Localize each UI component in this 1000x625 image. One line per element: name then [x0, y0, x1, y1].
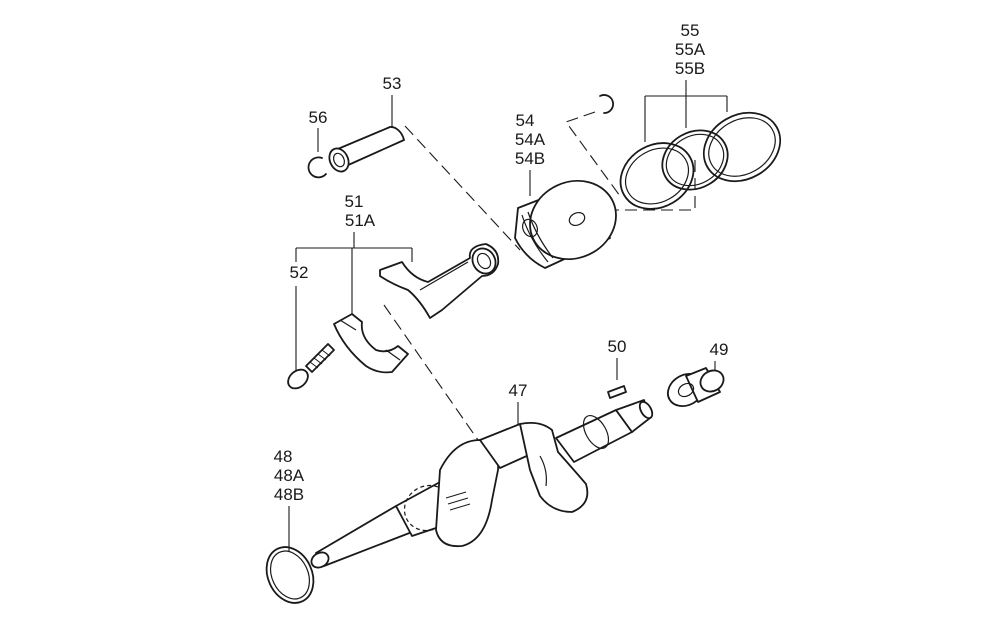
- assembly-lines: [383, 111, 696, 441]
- o-ring-48: [265, 546, 315, 604]
- key-50: [607, 385, 627, 399]
- callout-50: 50: [608, 337, 627, 356]
- piston-rings-55: [619, 111, 782, 210]
- leader-51-52: [295, 232, 413, 370]
- callout-48b: 48B: [274, 485, 304, 504]
- callout-54a: 54A: [515, 130, 546, 149]
- callout-54: 54: [516, 111, 535, 130]
- leader-55: [644, 80, 728, 142]
- crankshaft-47: [310, 399, 654, 569]
- rod-bolt-52: [287, 343, 335, 390]
- callout-48a: 48A: [274, 466, 305, 485]
- callout-54b: 54B: [515, 149, 545, 168]
- dash-rod-to-crank: [383, 304, 479, 441]
- callout-55b: 55B: [675, 59, 705, 78]
- callout-48: 48: [274, 447, 293, 466]
- callout-labels: 55 55A 55B 53 56 54 54A 54B 51 51A 52 50…: [274, 21, 729, 504]
- connecting-rod-51: [379, 243, 500, 319]
- dash-clip-to-piston: [565, 111, 621, 197]
- callout-52: 52: [290, 263, 309, 282]
- callout-51a: 51A: [345, 211, 376, 230]
- dash-pin-to-piston: [404, 125, 521, 251]
- callout-51: 51: [345, 192, 364, 211]
- callout-56: 56: [309, 108, 328, 127]
- snap-ring-56: [307, 156, 327, 179]
- callout-49: 49: [710, 340, 729, 359]
- collar-49: [667, 367, 725, 407]
- leader-lines: [288, 80, 728, 551]
- piston-54: [514, 179, 617, 269]
- rod-cap-51: [333, 313, 409, 374]
- callout-53: 53: [383, 74, 402, 93]
- snap-ring-55-clip: [599, 94, 615, 114]
- callout-55: 55: [681, 21, 700, 40]
- callout-47: 47: [509, 381, 528, 400]
- piston-pin-53: [328, 126, 405, 173]
- callout-55a: 55A: [675, 40, 706, 59]
